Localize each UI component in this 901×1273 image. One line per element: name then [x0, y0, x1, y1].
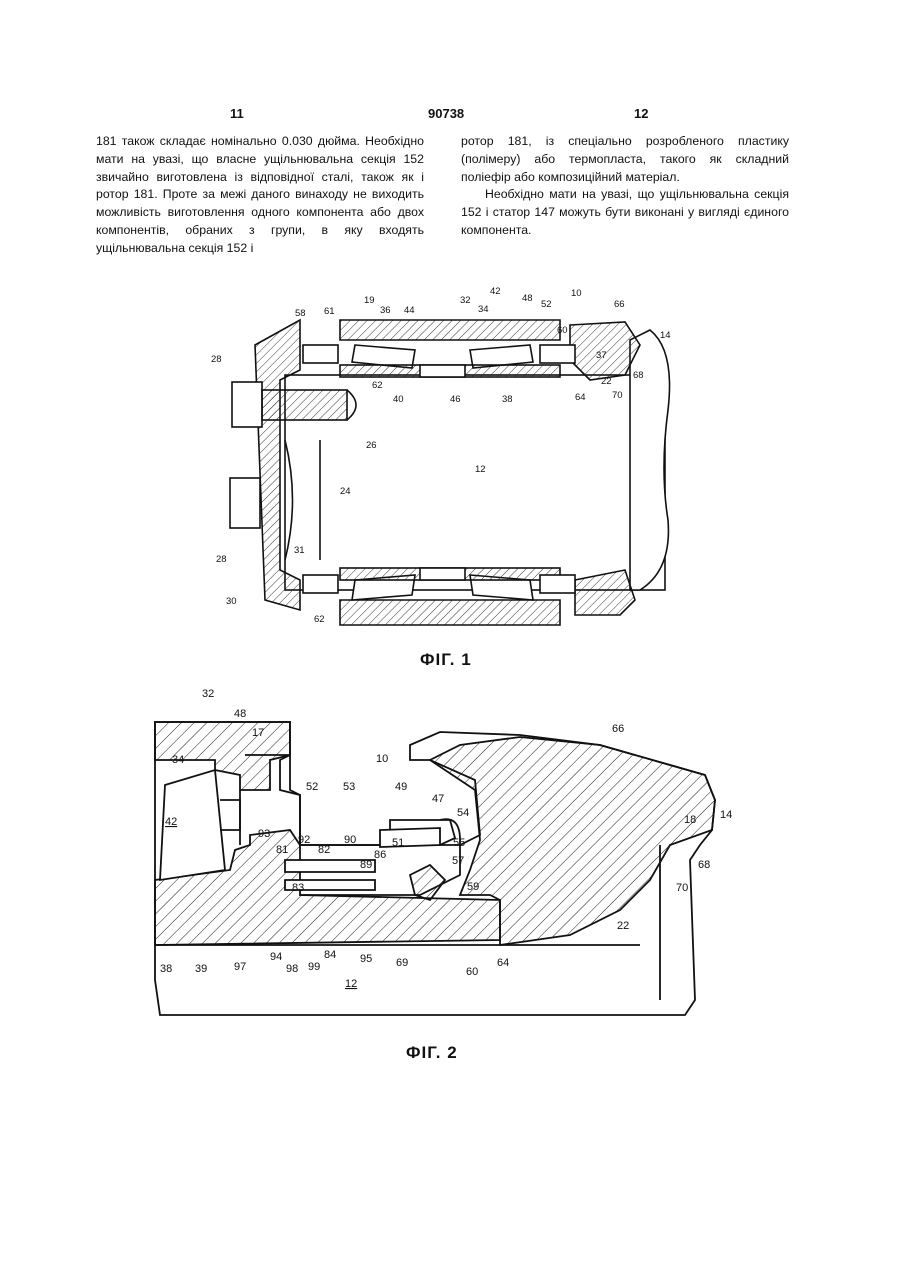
fig2-label: 18 — [684, 814, 696, 826]
fig2-label: 22 — [617, 920, 629, 932]
fig2-label: 57 — [452, 855, 464, 867]
fig2-label: 14 — [720, 809, 732, 821]
fig2-label: 81 — [276, 844, 288, 856]
fig2-label: 86 — [374, 849, 386, 861]
fig2-label: 69 — [396, 957, 408, 969]
fig2-label: 53 — [343, 781, 355, 793]
fig2-label: 10 — [376, 753, 388, 765]
fig2-label: 68 — [698, 859, 710, 871]
fig2-label: 59 — [467, 881, 479, 893]
fig2-label: 47 — [432, 793, 444, 805]
fig2-label: 54 — [457, 807, 469, 819]
fig2-label: 97 — [234, 961, 246, 973]
fig2-label: 92 — [298, 834, 310, 846]
fig2-label: 98 — [286, 963, 298, 975]
fig2-label: 84 — [324, 949, 336, 961]
fig2-label: 82 — [318, 844, 330, 856]
figure-2-caption: ФІГ. 2 — [406, 1043, 458, 1063]
fig2-label: 39 — [195, 963, 207, 975]
fig2-label: 48 — [234, 708, 246, 720]
fig2-label: 49 — [395, 781, 407, 793]
fig2-label: 99 — [308, 961, 320, 973]
fig2-label: 17 — [252, 727, 264, 739]
fig2-roller-label: 42 — [165, 816, 177, 828]
fig2-label: 60 — [466, 966, 478, 978]
fig2-label: 55 — [453, 837, 465, 849]
fig2-label: 94 — [270, 951, 282, 963]
fig2-label: 90 — [344, 834, 356, 846]
fig2-label: 83 — [292, 882, 304, 894]
fig2-label: 64 — [497, 957, 509, 969]
fig2-label: 12 — [345, 978, 357, 990]
fig2-label: 52 — [306, 781, 318, 793]
fig2-label: 66 — [612, 723, 624, 735]
fig2-label: 89 — [360, 859, 372, 871]
fig2-label: 32 — [202, 688, 214, 700]
fig2-label: 93 — [258, 828, 270, 840]
fig2-label: 51 — [392, 837, 404, 849]
fig2-label: 70 — [676, 882, 688, 894]
fig2-label: 34 — [172, 754, 184, 766]
fig2-label: 95 — [360, 953, 372, 965]
fig2-label: 38 — [160, 963, 172, 975]
